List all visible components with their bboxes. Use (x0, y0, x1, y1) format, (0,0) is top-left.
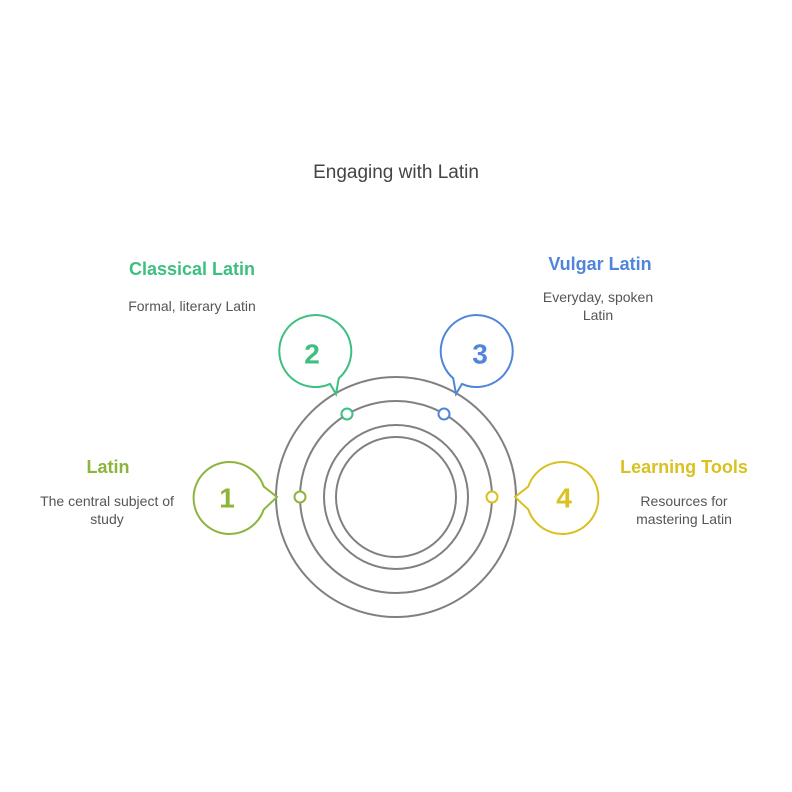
callout-4: 4 (485, 461, 600, 535)
item-3-description: Everyday, spoken Latin (542, 289, 654, 323)
marker-3 (437, 407, 451, 421)
ring-second (299, 400, 493, 594)
callout-4-bubble (513, 461, 600, 535)
callout-3-number: 3 (472, 339, 488, 370)
callout-4-number: 4 (556, 483, 572, 514)
callout-1-bubble (192, 461, 279, 535)
marker-2 (340, 407, 354, 421)
item-1-description: The central subject of study (40, 493, 174, 527)
item-3-title: Vulgar Latin (548, 254, 652, 274)
ring-third (323, 424, 469, 570)
callout-2-bubble (278, 314, 353, 397)
callout-2: 2 (278, 314, 354, 421)
callout-1: 1 (192, 461, 307, 535)
callout-3: 3 (437, 314, 514, 421)
marker-4 (485, 490, 499, 504)
concentric-rings (275, 376, 517, 618)
callout-1-number: 1 (219, 483, 235, 514)
diagram-title: Engaging with Latin (313, 162, 479, 183)
ring-inner (335, 436, 457, 558)
item-4-description: Resources for mastering Latin (636, 493, 732, 527)
item-4-title: Learning Tools (620, 457, 748, 477)
ring-outer (275, 376, 517, 618)
item-1-title: Latin (86, 457, 130, 477)
callout-2-number: 2 (304, 339, 320, 370)
item-2-title: Classical Latin (128, 259, 256, 279)
marker-1 (293, 490, 307, 504)
callout-3-bubble (439, 314, 514, 397)
item-2-description: Formal, literary Latin (128, 298, 256, 314)
